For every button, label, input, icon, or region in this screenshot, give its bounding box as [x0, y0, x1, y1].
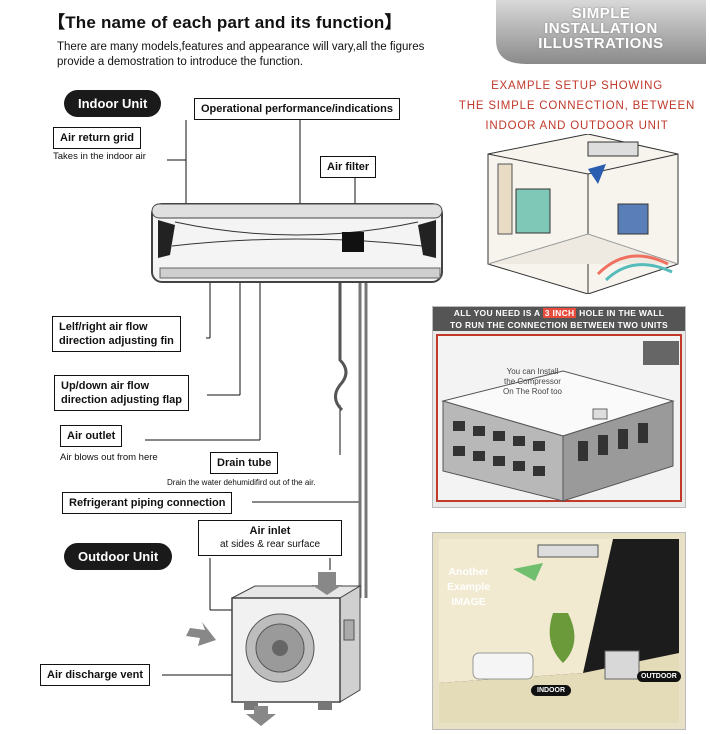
- bar-1-post: HOLE IN THE WALL: [576, 308, 665, 318]
- operational-label: Operational performance/indications: [194, 98, 400, 120]
- another-caption: Another Example IMAGE: [447, 565, 490, 610]
- intro-line-2: provide a demostration to introduce the …: [57, 56, 304, 68]
- banner-line-2: INSTALLATION: [544, 20, 658, 37]
- example-line-2: THE SIMPLE CONNECTION, BETWEEN: [458, 100, 696, 112]
- bar-1-pre: ALL YOU NEED IS A: [453, 308, 543, 318]
- intro-line-1: There are many models,features and appea…: [57, 41, 425, 53]
- example-line-1: EXAMPLE SETUP SHOWING: [491, 80, 663, 92]
- another-line-3: IMAGE: [451, 596, 486, 608]
- air-return-group: Air return grid Takes in the indoor air: [53, 127, 146, 162]
- ud-flap-line-1: Up/down air flow: [61, 380, 149, 392]
- roof-line-3: On The Roof too: [503, 387, 562, 396]
- example-line-3: INDOOR AND OUTDOOR UNIT: [485, 120, 669, 132]
- outdoor-unit-body: [231, 585, 362, 710]
- ud-flap-label: Up/down air flow direction adjusting fla…: [54, 375, 190, 411]
- air-inlet-label: Air inlet at sides & rear surface: [198, 520, 342, 556]
- drain-sub: Drain the water dehumidifird out of the …: [167, 478, 316, 487]
- outdoor-tag: OUTDOOR: [637, 671, 681, 682]
- another-line-1: Another: [448, 566, 489, 578]
- indoor-tag: INDOOR: [531, 685, 571, 696]
- refrigerant-label: Refrigerant piping connection: [62, 492, 233, 514]
- indoor-unit-pill: Indoor Unit: [64, 90, 162, 117]
- room-illustration: [487, 134, 679, 294]
- air-inlet-sub: at sides & rear surface: [219, 539, 321, 550]
- air-discharge-label: Air discharge vent: [40, 664, 150, 686]
- parts-diagram: [145, 120, 443, 726]
- bar-1-hl: 3 INCH: [542, 308, 577, 318]
- banner-line-3: ILLUSTRATIONS: [538, 35, 664, 52]
- living-room-illustration: [439, 539, 679, 723]
- another-line-2: Example: [447, 581, 491, 593]
- lr-fin-line-1: Lelf/right air flow: [59, 321, 148, 333]
- another-example-panel: Another Example IMAGE INDOOR OUTDOOR: [432, 532, 686, 730]
- air-inlet-title: Air inlet: [249, 525, 291, 537]
- lr-fin-label: Lelf/right air flow direction adjusting …: [52, 316, 181, 352]
- drain-tube-label: Drain tube: [210, 452, 279, 474]
- lr-fin-line-2: direction adjusting fin: [59, 335, 174, 347]
- air-filter-label: Air filter: [320, 156, 377, 178]
- indoor-unit-body: [151, 203, 443, 283]
- air-outlet-group: Air outlet Air blows out from here: [60, 425, 158, 463]
- example-caption: EXAMPLE SETUP SHOWING THE SIMPLE CONNECT…: [452, 76, 702, 136]
- air-return-sub: Takes in the indoor air: [53, 151, 146, 162]
- roof-line-2: the Compressor: [504, 377, 561, 386]
- roof-panel: ALL YOU NEED IS A 3 INCH HOLE IN THE WAL…: [432, 306, 686, 508]
- intro-text: There are many models,features and appea…: [57, 40, 487, 70]
- banner-shape: [496, 0, 706, 64]
- roof-line-1: You can Install: [506, 367, 559, 376]
- air-outlet-label: Air outlet: [60, 425, 123, 447]
- roof-note: You can Install the Compressor On The Ro…: [503, 367, 562, 397]
- banner-line-1: SIMPLE: [571, 5, 631, 22]
- ud-flap-line-2: direction adjusting flap: [61, 394, 183, 406]
- page-title: 【The name of each part and its function】: [48, 13, 402, 32]
- air-outlet-sub: Air blows out from here: [60, 452, 158, 463]
- roof-panel-bar: ALL YOU NEED IS A 3 INCH HOLE IN THE WAL…: [433, 307, 685, 331]
- outdoor-unit-pill: Outdoor Unit: [64, 543, 173, 570]
- installation-banner: SIMPLE INSTALLATION ILLUSTRATIONS: [496, 0, 706, 64]
- building-illustration: [433, 331, 685, 507]
- air-return-label: Air return grid: [53, 127, 141, 149]
- bar-2: TO RUN THE CONNECTION BETWEEN TWO UNITS: [450, 320, 668, 330]
